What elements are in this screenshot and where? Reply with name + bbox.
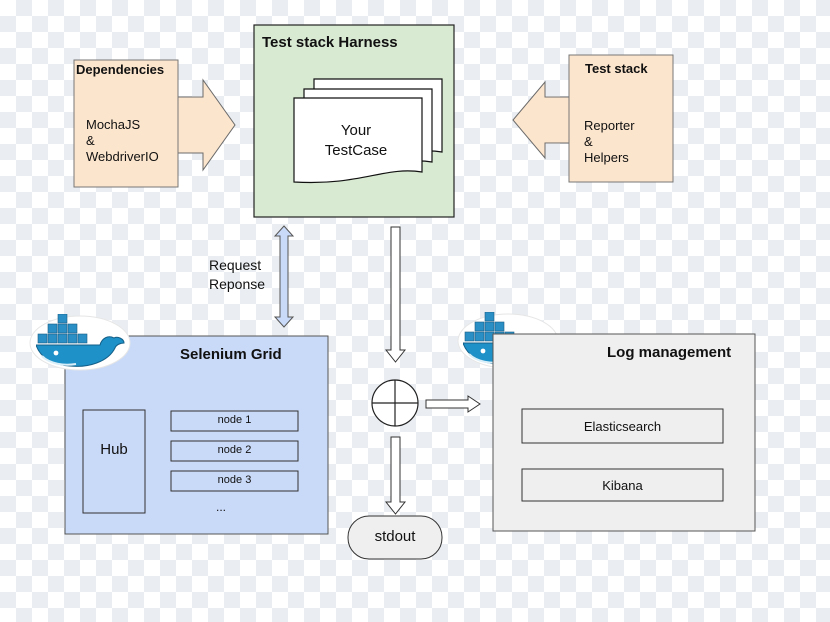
testcase-label-line: Your [340,122,372,139]
hub-box [82,409,146,514]
selenium-grid-box [64,335,329,535]
node-ellipsis: ... [215,500,226,514]
dependency-item: MochaJS [86,117,141,132]
hub-label: Hub [100,441,128,458]
testcase-stack-icon [293,78,443,184]
test-stack-block [512,54,674,183]
stdout-label: stdout [374,528,416,545]
request-response-arrow [273,225,295,328]
log-item-label: Elasticsearch [583,419,662,434]
node-label: node 1 [217,414,252,426]
selenium-grid-title: Selenium Grid [180,346,282,363]
test-stack-item: Helpers [584,150,629,165]
dependencies-box [73,59,179,188]
dependencies-title: Dependencies [76,62,165,77]
node-label: node 2 [217,444,252,456]
docker-whale-icon [29,314,131,371]
dependency-item: WebdriverIO [86,149,159,164]
harness-block [253,24,455,218]
stdout-box [347,515,443,560]
test-stack-arrow [512,80,570,160]
node-1-box [170,410,299,432]
log-management-title: Log management [607,344,732,361]
log-output-arrow [425,395,481,413]
elasticsearch-box [521,408,724,444]
kibana-box [521,468,724,502]
log-item-label: Kibana [602,478,643,493]
node-2-box [170,440,299,462]
log-management-block [492,333,756,532]
test-stack-title: Test stack [585,61,648,76]
harness-title: Test stack Harness [262,34,398,51]
stdout-arrow [384,436,407,515]
selenium-grid-block [64,335,329,535]
dependency-item: & [86,133,95,148]
dependencies-arrow [177,78,236,172]
node-3-box [170,470,299,492]
node-label: node 3 [217,474,252,486]
test-stack-box [568,54,674,183]
test-stack-item: Reporter [584,118,635,133]
testcase-label-line: TestCase [324,142,388,159]
request-label: Request [209,257,262,273]
dependencies-block [73,59,236,188]
harness-output-arrow [384,226,407,363]
merge-node [371,379,419,427]
test-stack-item: & [584,134,593,149]
response-label: Reponse [209,276,266,292]
